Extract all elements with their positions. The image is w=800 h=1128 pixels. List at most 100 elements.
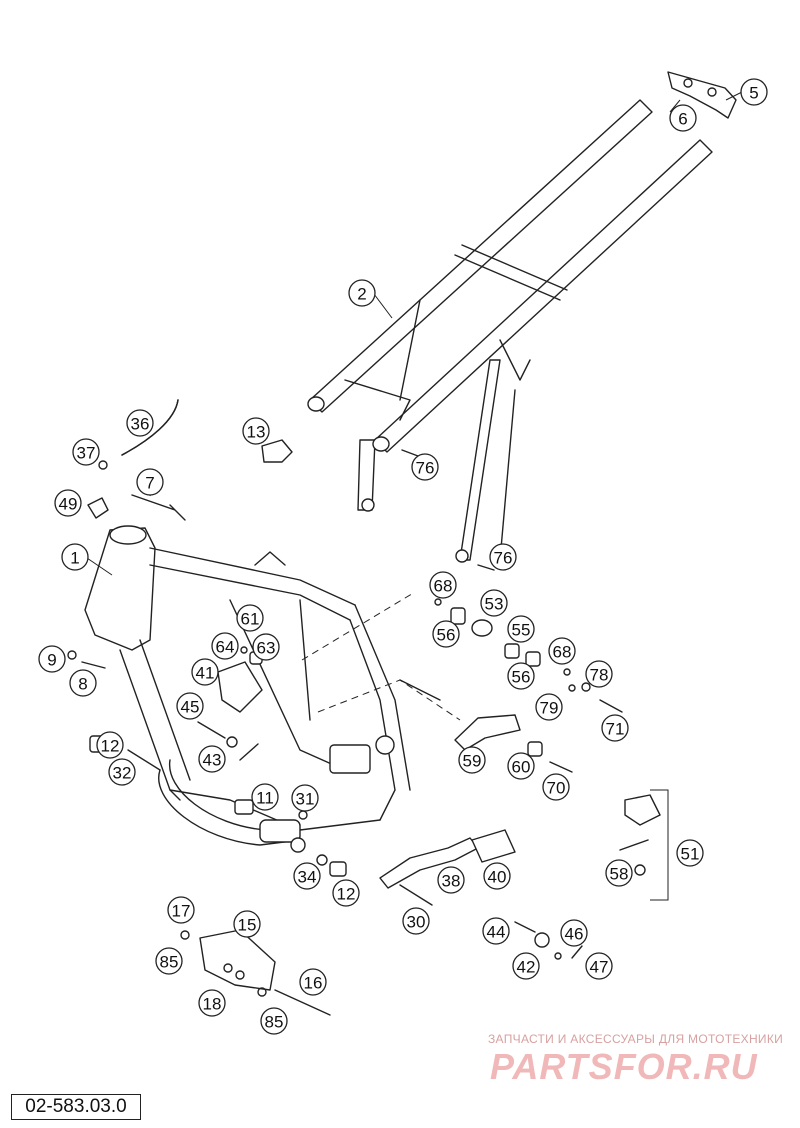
callout-circle	[740, 78, 768, 106]
watermark-caption: ЗАПЧАСТИ И АКСЕССУАРЫ ДЛЯ МОТОТЕХНИКИ	[488, 1032, 784, 1046]
callout-circle	[291, 784, 319, 812]
callout-label: 53	[485, 595, 504, 614]
callout-label: 70	[547, 779, 566, 798]
callout-circle	[126, 409, 154, 437]
callout-label: 42	[517, 958, 536, 977]
callout-38: 38	[437, 866, 465, 894]
callout-circle	[676, 839, 704, 867]
callout-label: 51	[681, 845, 700, 864]
callout-label: 34	[298, 868, 317, 887]
callout-circle	[332, 879, 360, 907]
callout-circle	[176, 692, 204, 720]
watermark-logo-text: PARTSFOR.RU	[490, 1046, 758, 1087]
callout-label: 61	[241, 610, 260, 629]
callout-circle	[236, 604, 264, 632]
callout-circle	[348, 279, 376, 307]
callout-circle	[482, 917, 510, 945]
callout-53: 53	[480, 589, 508, 617]
callout-label: 85	[160, 953, 179, 972]
callout-label: 30	[407, 913, 426, 932]
callout-circle	[548, 637, 576, 665]
callout-71: 71	[601, 714, 629, 742]
callout-56: 56	[432, 620, 460, 648]
callout-circle	[560, 919, 588, 947]
callout-12: 12	[96, 731, 124, 759]
callout-79: 79	[535, 693, 563, 721]
callout-label: 36	[131, 415, 150, 434]
callout-circle	[54, 489, 82, 517]
callout-circle	[251, 783, 279, 811]
callout-circle	[402, 907, 430, 935]
callout-55: 55	[507, 615, 535, 643]
callout-circle	[96, 731, 124, 759]
callout-76: 76	[489, 543, 517, 571]
callout-circle	[489, 543, 517, 571]
callout-61: 61	[236, 604, 264, 632]
callout-label: 16	[304, 974, 323, 993]
callout-circle	[605, 859, 633, 887]
callout-37: 37	[72, 438, 100, 466]
callout-circle	[411, 453, 439, 481]
callout-label: 38	[442, 872, 461, 891]
callout-7: 7	[136, 468, 164, 496]
callout-label: 59	[463, 752, 482, 771]
callout-11: 11	[251, 783, 279, 811]
callout-label: 9	[47, 651, 56, 670]
callout-44: 44	[482, 917, 510, 945]
callout-17: 17	[167, 896, 195, 924]
callout-circle	[233, 910, 261, 938]
callout-label: 7	[145, 474, 154, 493]
callout-circle	[512, 952, 540, 980]
callout-64: 64	[211, 632, 239, 660]
callout-label: 76	[416, 459, 435, 478]
callout-circle	[601, 714, 629, 742]
callout-51: 51	[676, 839, 704, 867]
callout-circle	[69, 669, 97, 697]
callout-label: 85	[265, 1013, 284, 1032]
callout-circle	[299, 968, 327, 996]
callout-circle	[167, 896, 195, 924]
callout-18: 18	[198, 989, 226, 1017]
callout-42: 42	[512, 952, 540, 980]
callout-1: 1	[61, 543, 89, 571]
callout-49: 49	[54, 489, 82, 517]
callout-circle	[507, 662, 535, 690]
callout-68: 68	[548, 637, 576, 665]
callout-label: 56	[437, 626, 456, 645]
callout-45: 45	[176, 692, 204, 720]
callout-label: 43	[203, 751, 222, 770]
callout-circle	[542, 773, 570, 801]
callout-circle	[252, 633, 280, 661]
callout-70: 70	[542, 773, 570, 801]
callout-43: 43	[198, 745, 226, 773]
callout-label: 2	[357, 285, 366, 304]
small-parts	[67, 439, 669, 1016]
callout-68: 68	[429, 571, 457, 599]
callout-label: 13	[247, 423, 266, 442]
callout-circle	[38, 645, 66, 673]
callout-9: 9	[38, 645, 66, 673]
callout-label: 12	[101, 737, 120, 756]
callout-label: 56	[512, 668, 531, 687]
callout-label: 18	[203, 995, 222, 1014]
callout-60: 60	[507, 752, 535, 780]
callout-85: 85	[155, 947, 183, 975]
callout-circle	[535, 693, 563, 721]
callout-label: 76	[494, 549, 513, 568]
callout-label: 71	[606, 720, 625, 739]
callout-circle	[480, 589, 508, 617]
callout-label: 15	[238, 916, 257, 935]
callout-85: 85	[260, 1007, 288, 1035]
callout-34: 34	[293, 862, 321, 890]
callout-label: 55	[512, 621, 531, 640]
callout-label: 5	[749, 84, 758, 103]
callout-label: 11	[256, 789, 274, 808]
hose-part-inner	[121, 399, 179, 456]
leader-lines	[83, 91, 743, 721]
callout-58: 58	[605, 859, 633, 887]
callout-40: 40	[483, 862, 511, 890]
callout-30: 30	[402, 907, 430, 935]
callout-circle	[260, 1007, 288, 1035]
callout-circle	[507, 752, 535, 780]
